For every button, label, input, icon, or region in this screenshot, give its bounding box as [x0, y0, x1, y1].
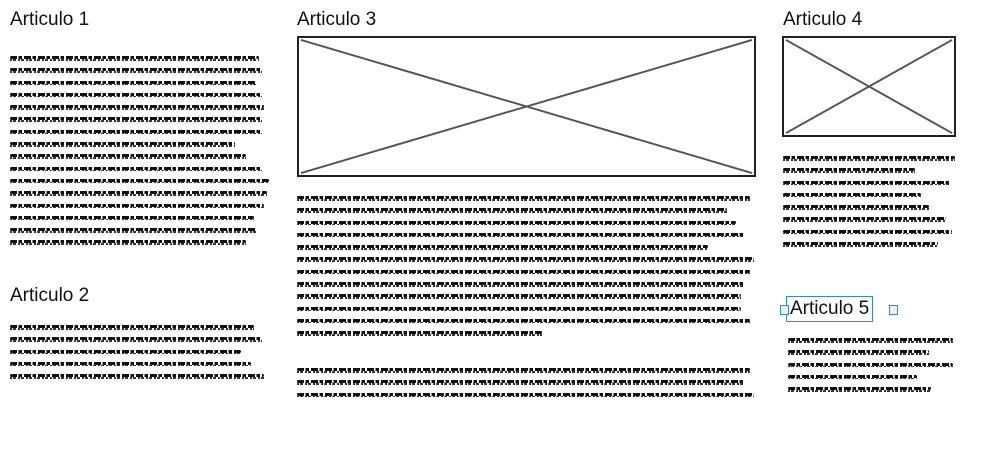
- article-3-body-text-2: [297, 364, 759, 401]
- article-5-title[interactable]: Articulo 5: [785, 296, 874, 322]
- article-4-title[interactable]: Articulo 4: [783, 9, 863, 30]
- article-3-image-placeholder: [297, 36, 756, 177]
- article-4-body-text: [783, 152, 955, 250]
- image-placeholder-cross-icon: [300, 39, 753, 174]
- image-placeholder-cross-icon: [785, 39, 953, 134]
- article-1-title[interactable]: Articulo 1: [10, 9, 90, 30]
- article-2-body-text: [10, 321, 272, 382]
- article-2-title[interactable]: Articulo 2: [10, 285, 90, 306]
- article-5-body-text: [788, 334, 956, 395]
- article-3-title[interactable]: Articulo 3: [297, 9, 377, 30]
- resize-handle-left[interactable]: [780, 305, 789, 315]
- article-3-body-text: [297, 192, 759, 340]
- article-1-body-text: [10, 52, 272, 249]
- article-4-image-placeholder: [782, 36, 956, 137]
- resize-handle-right[interactable]: [889, 305, 898, 315]
